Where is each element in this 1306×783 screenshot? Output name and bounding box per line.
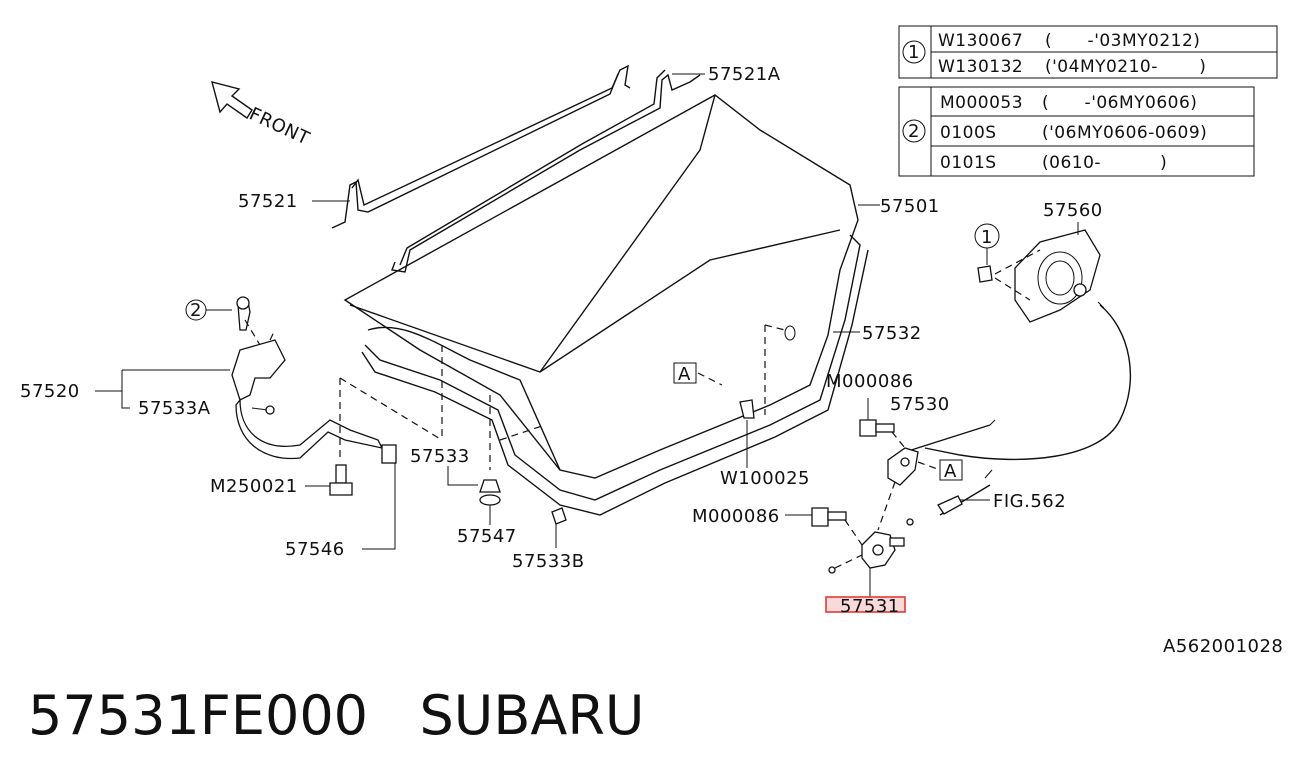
front-arrow-icon: [211, 81, 253, 119]
label-57532: 57532: [862, 323, 922, 344]
label-57501: 57501: [880, 196, 940, 217]
label-w100025: W100025: [720, 468, 810, 489]
trunk-latch-57531: [861, 531, 905, 569]
label-57531: 57531: [840, 596, 900, 617]
stopper-57533: [479, 479, 501, 506]
clip-w100025: [739, 399, 755, 419]
label-57546: 57546: [285, 539, 345, 560]
table-1-row-2-part: W130132: [938, 57, 1023, 77]
label-m250021: M250021: [210, 476, 298, 497]
label-fig562: FIG.562: [993, 491, 1066, 512]
label-57521: 57521: [238, 191, 298, 212]
table-1-row-2-range: ('04MY0210- ): [1045, 57, 1206, 77]
table-1-row-1-range: ( -'03MY0212): [1045, 31, 1200, 51]
diagram-code: A562001028: [1163, 636, 1283, 657]
label-57520: 57520: [20, 381, 80, 402]
label-57533: 57533: [410, 446, 470, 467]
label-57533B: 57533B: [512, 551, 585, 572]
ref-a-box-1: [673, 362, 697, 384]
ref-a-box-2: [939, 459, 963, 481]
table-2-row-3-part: 0101S: [940, 153, 997, 173]
label-m000086-lower: M000086: [692, 506, 780, 527]
bolt-m000086-lower: [811, 507, 847, 527]
trunk-lid-57501: [343, 94, 880, 516]
circle-marker-2-label: 2: [190, 300, 202, 321]
table-1-row-1-part: W130067: [938, 31, 1023, 51]
table-1-marker: 1: [908, 42, 920, 63]
bolt-m250021: [329, 464, 353, 496]
table-2: 2 M000053 ( -'06MY0606) 0100S ('06MY0606…: [898, 86, 1255, 177]
latch-bracket: [887, 447, 919, 486]
part-caption: 57531FE000 SUBARU: [28, 684, 645, 747]
actuator-57560: [1014, 229, 1101, 323]
front-label: FRONT: [246, 103, 313, 149]
table-2-row-3-range: (0610- ): [1042, 153, 1167, 173]
bolt-m000086-upper: [859, 419, 895, 437]
bumper-57533B: [551, 507, 567, 525]
table-2-row-1-part: M000053: [940, 93, 1023, 113]
label-57560: 57560: [1043, 200, 1103, 221]
table-2-row-1-range: ( -'06MY0606): [1042, 93, 1197, 113]
label-57530: 57530: [890, 394, 950, 415]
label-57533A: 57533A: [138, 398, 211, 419]
label-57547: 57547: [457, 526, 517, 547]
label-m000086-upper: M000086: [826, 371, 914, 392]
circle-marker-1-label: 1: [981, 227, 993, 248]
table-2-marker: 2: [908, 121, 920, 142]
torsion-bar-57521A: [391, 73, 701, 273]
hinge-57520: [231, 296, 397, 464]
table-2-row-2-part: 0100S: [940, 123, 997, 143]
table-2-row-2-range: ('06MY0606-0609): [1042, 123, 1207, 143]
highlight-box-57531: [825, 596, 906, 613]
table-1: 1 W130067 ( -'03MY0212) W130132 ('04MY02…: [898, 25, 1278, 79]
ref-a-label-2: A: [944, 461, 957, 482]
ref-a-label-1: A: [678, 364, 691, 385]
label-57521A: 57521A: [708, 64, 781, 85]
